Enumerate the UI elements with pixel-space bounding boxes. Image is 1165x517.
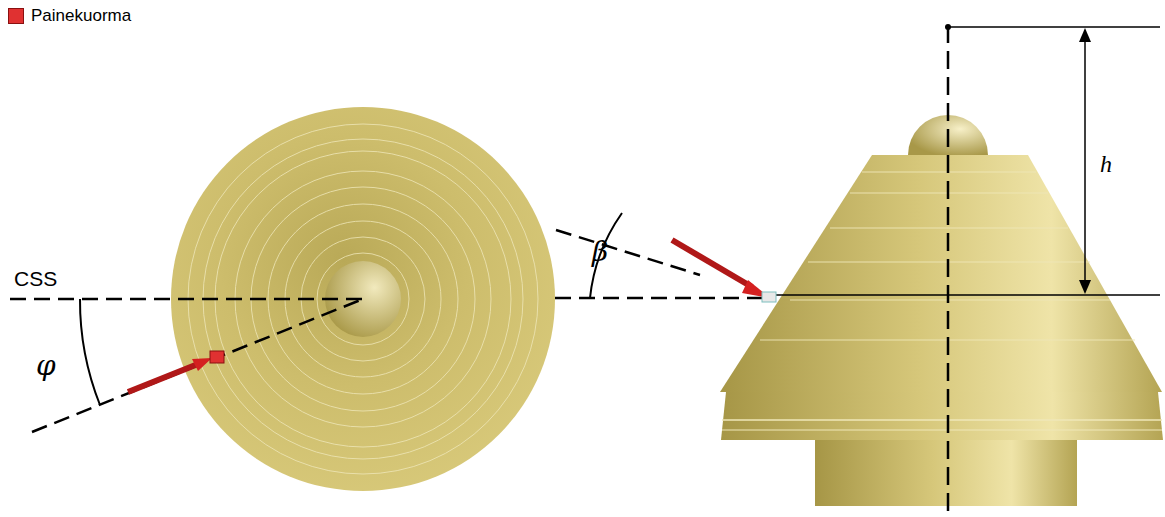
angle-label: β	[592, 238, 608, 266]
legend-row: Painekuorma	[8, 6, 131, 26]
legend-text: Painekuorma	[31, 6, 131, 26]
legend-swatch	[8, 8, 24, 24]
angle-label: φ	[36, 352, 56, 380]
angle-label: CSS	[14, 268, 57, 289]
angle-label: h	[1100, 152, 1112, 176]
